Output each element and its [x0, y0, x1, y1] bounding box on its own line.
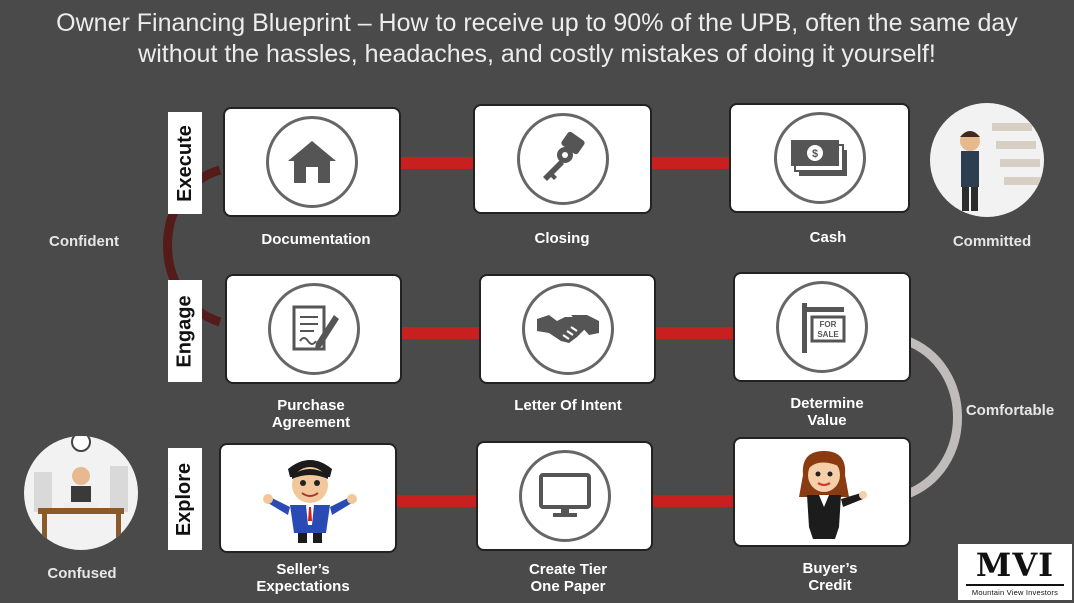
stage-explore: Explore: [168, 448, 202, 550]
label-determine-value: Determine Value: [790, 395, 864, 429]
connector-doc-closing: [400, 157, 476, 169]
overwhelmed-man-icon: [34, 436, 128, 540]
connector-tier-buyer: [652, 495, 736, 507]
step-letter-of-intent: [479, 274, 656, 384]
label-create-tier-one-paper: Create Tier One Paper: [528, 561, 608, 595]
label-buyers-credit: Buyer’s Credit: [802, 560, 858, 594]
label-documentation: Documentation: [261, 231, 371, 248]
label-confused: Confused: [47, 565, 117, 582]
stage-execute: Execute: [168, 112, 202, 214]
contract-icon: [292, 305, 339, 351]
page-title: Owner Financing Blueprint – How to recei…: [0, 8, 1074, 70]
sign-text-for: FOR: [820, 320, 837, 329]
step-buyers-credit: [733, 437, 911, 547]
money-icon: $: [790, 140, 847, 176]
monitor-icon: [538, 473, 591, 517]
label-sellers-expectations: Seller’s Expectations: [256, 561, 350, 595]
label-committed: Committed: [952, 233, 1032, 250]
mvi-logo: MVI Mountain View Investors: [958, 544, 1072, 600]
step-create-tier-one-paper: [476, 441, 653, 551]
label-confident: Confident: [49, 233, 119, 250]
sign-text-sale: SALE: [817, 330, 839, 339]
step-cash: $: [729, 103, 910, 213]
connector-purchase-loi: [400, 327, 480, 339]
title-line-2: without the hassles, headaches, and cost…: [138, 40, 936, 68]
committed-person-avatar: [930, 103, 1044, 217]
step-purchase-agreement: [225, 274, 402, 384]
logo-subtitle: Mountain View Investors: [971, 588, 1059, 597]
svg-text:$: $: [811, 148, 817, 160]
label-purchase-agreement: Purchase Agreement: [271, 397, 351, 431]
stage-engage: Engage: [168, 280, 202, 382]
connector-loi-value: [655, 327, 735, 339]
title-line-1: Owner Financing Blueprint – How to recei…: [56, 9, 1018, 37]
businessman-icon: [263, 460, 357, 543]
connector-closing-cash: [650, 157, 732, 169]
house-icon: [288, 141, 336, 183]
right-arc: [903, 335, 962, 500]
label-comfortable: Comfortable: [965, 402, 1055, 419]
label-cash: Cash: [809, 229, 847, 246]
step-documentation: [223, 107, 401, 217]
stressed-man-icon: [960, 123, 1044, 211]
step-closing: [473, 104, 652, 214]
label-closing: Closing: [534, 230, 590, 247]
businesswoman-icon: [799, 451, 867, 539]
key-icon: [542, 131, 585, 181]
step-sellers-expectations: [219, 443, 397, 553]
label-letter-of-intent: Letter Of Intent: [514, 397, 622, 414]
for-sale-sign-icon: FOR SALE: [802, 303, 846, 353]
step-determine-value: FOR SALE: [733, 272, 911, 382]
logo-mark: MVI: [975, 546, 1055, 584]
confused-person-avatar: [24, 436, 138, 550]
connector-seller-tier: [396, 495, 478, 507]
handshake-icon: [536, 315, 599, 343]
